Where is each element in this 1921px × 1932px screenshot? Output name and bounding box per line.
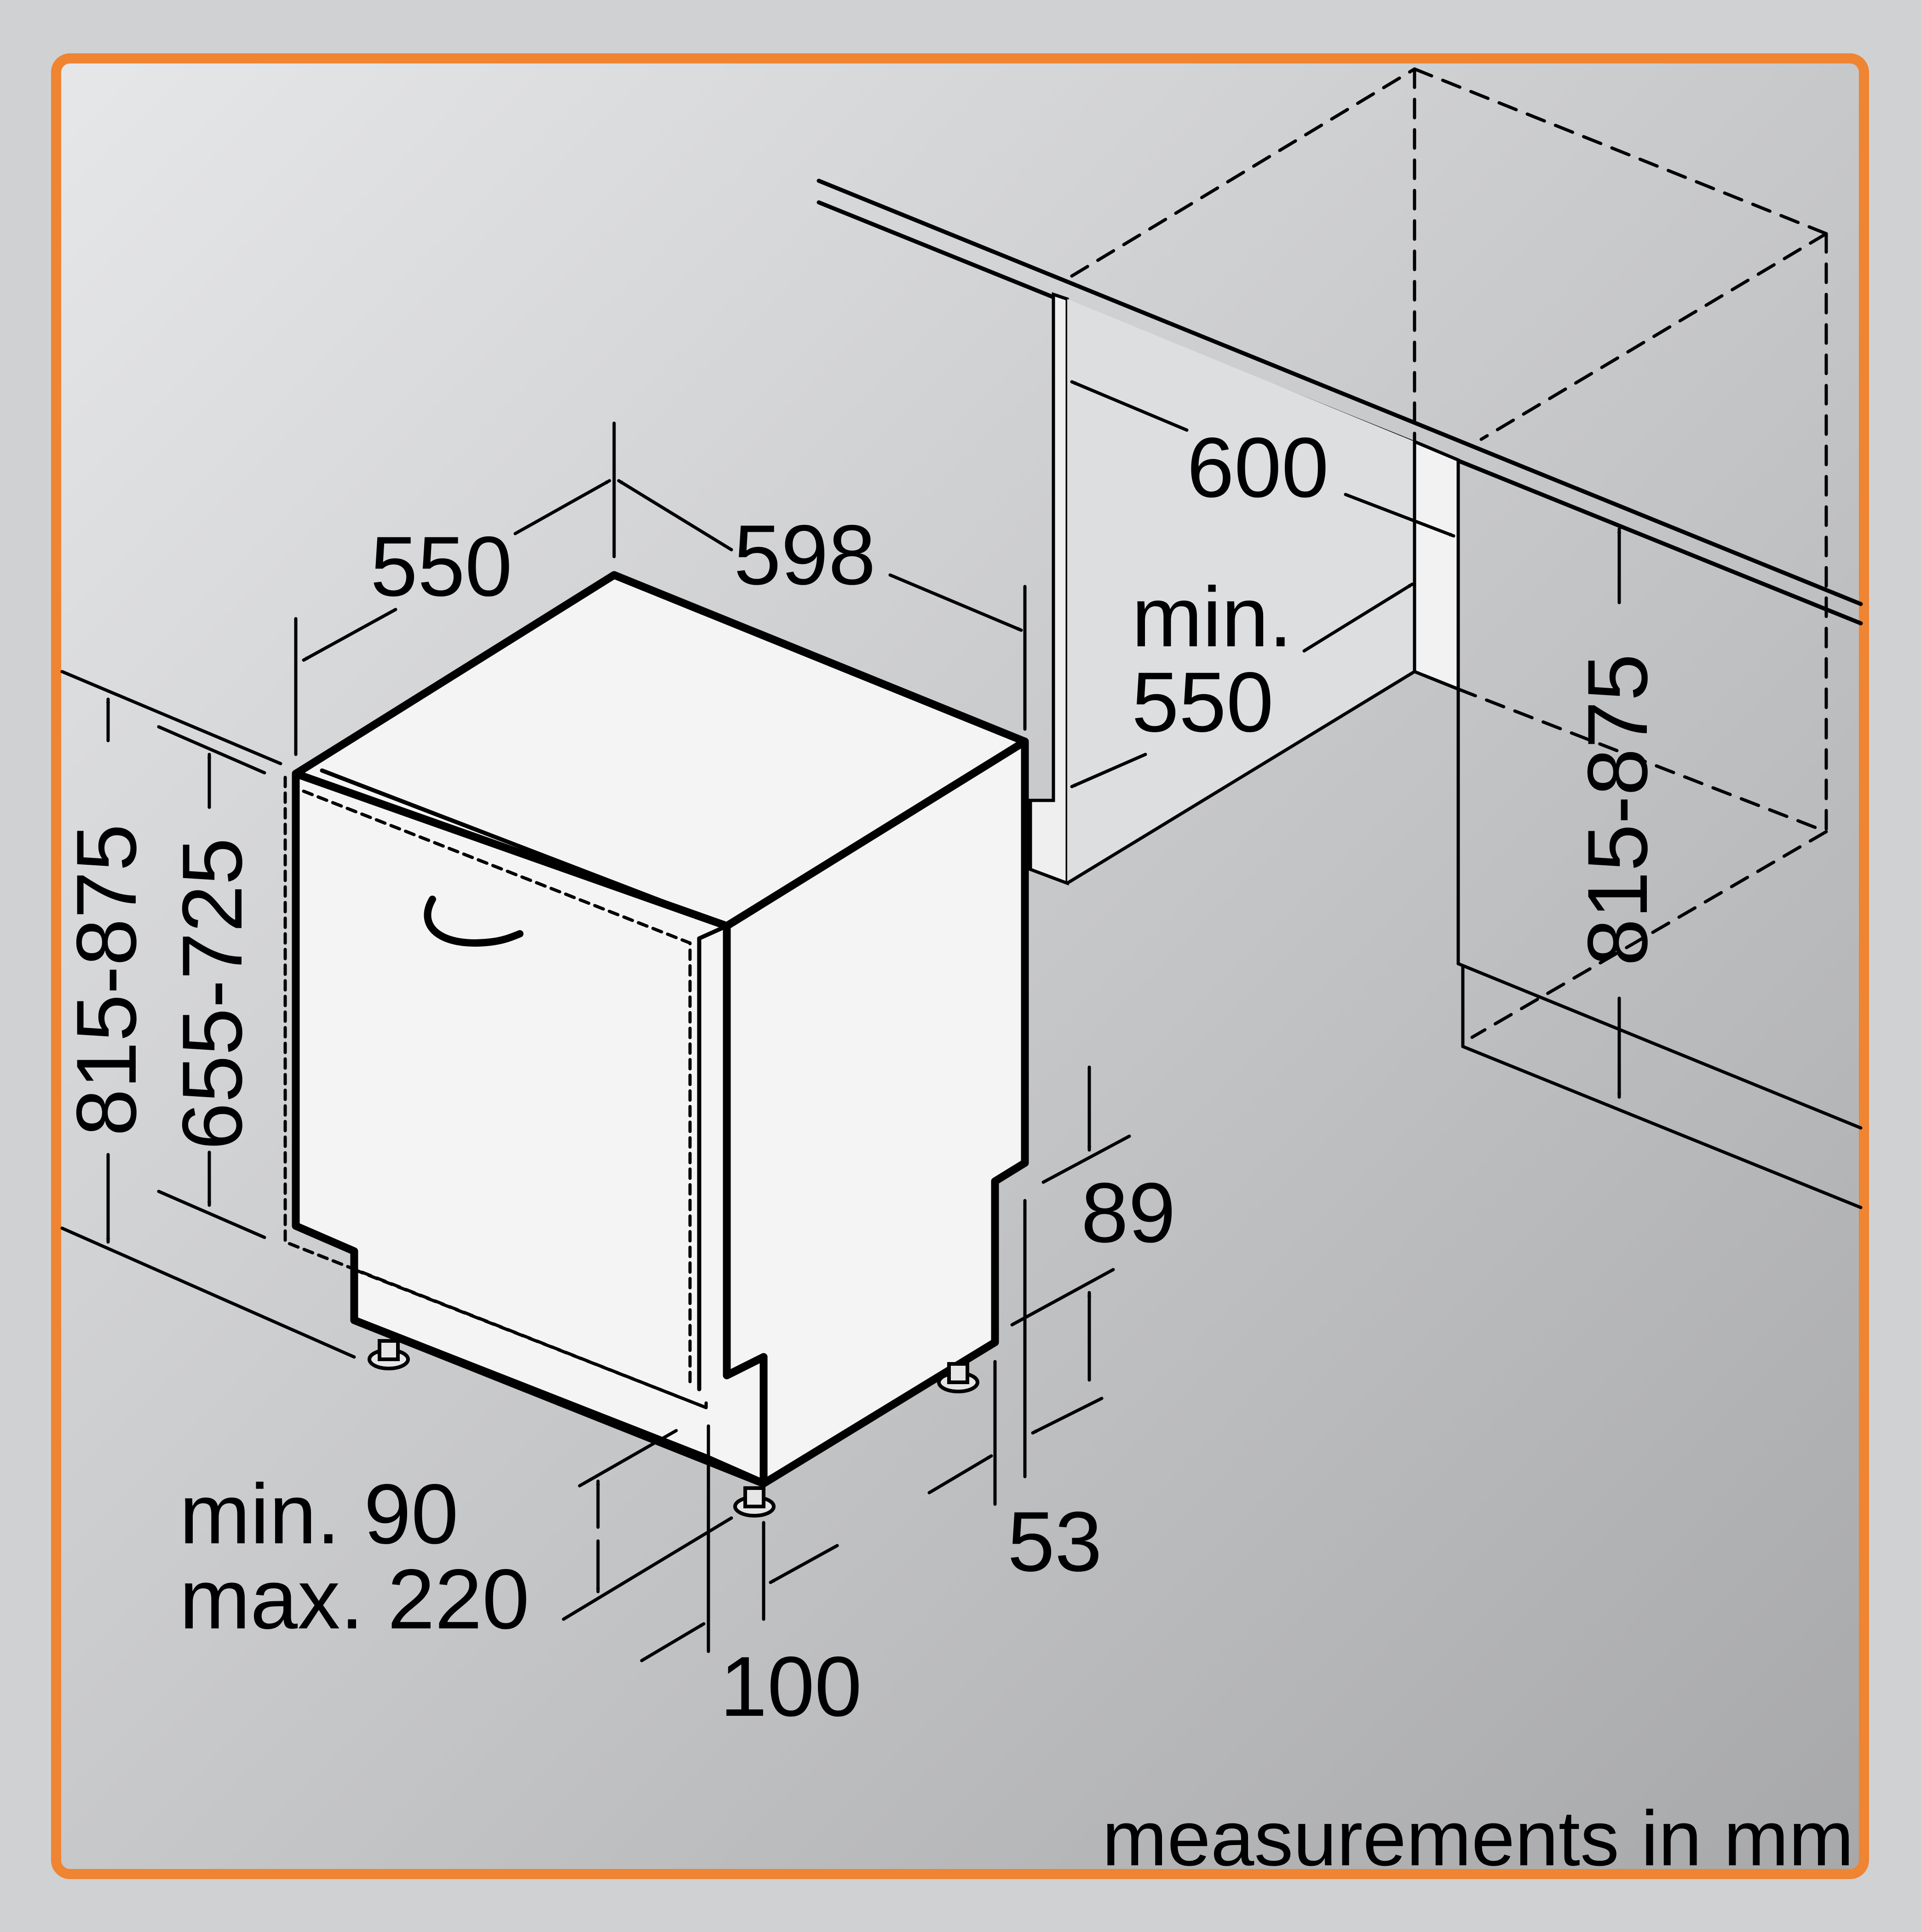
label-height-total-right: 815-875 [1570, 654, 1665, 966]
label-height-door: 655-725 [165, 838, 260, 1150]
label-niche-depth-line2: 550 [1132, 655, 1274, 750]
label-plinth-top: 89 [1081, 1166, 1176, 1260]
dishwasher-feet [368, 1339, 979, 1518]
label-niche-width: 600 [1187, 420, 1329, 515]
label-plinth-height-line2: max. 220 [179, 1552, 529, 1647]
dimension-lines [60, 380, 1622, 1662]
installation-niche [817, 67, 1863, 1209]
dishwasher [283, 571, 1029, 1518]
label-plinth-front: 100 [720, 1639, 862, 1734]
label-niche-depth-line1: min. [1132, 570, 1293, 665]
label-plinth-setback: 53 [1007, 1495, 1102, 1589]
label-height-total-left: 815-875 [59, 824, 154, 1136]
label-plinth-height-line1: min. 90 [179, 1467, 459, 1562]
label-depth: 550 [370, 519, 512, 614]
dimension-labels: 550 598 600 min. 550 815-875 655-725 815… [59, 420, 1854, 1882]
units-note: measurements in mm [1102, 1795, 1854, 1882]
label-width: 598 [734, 508, 876, 603]
